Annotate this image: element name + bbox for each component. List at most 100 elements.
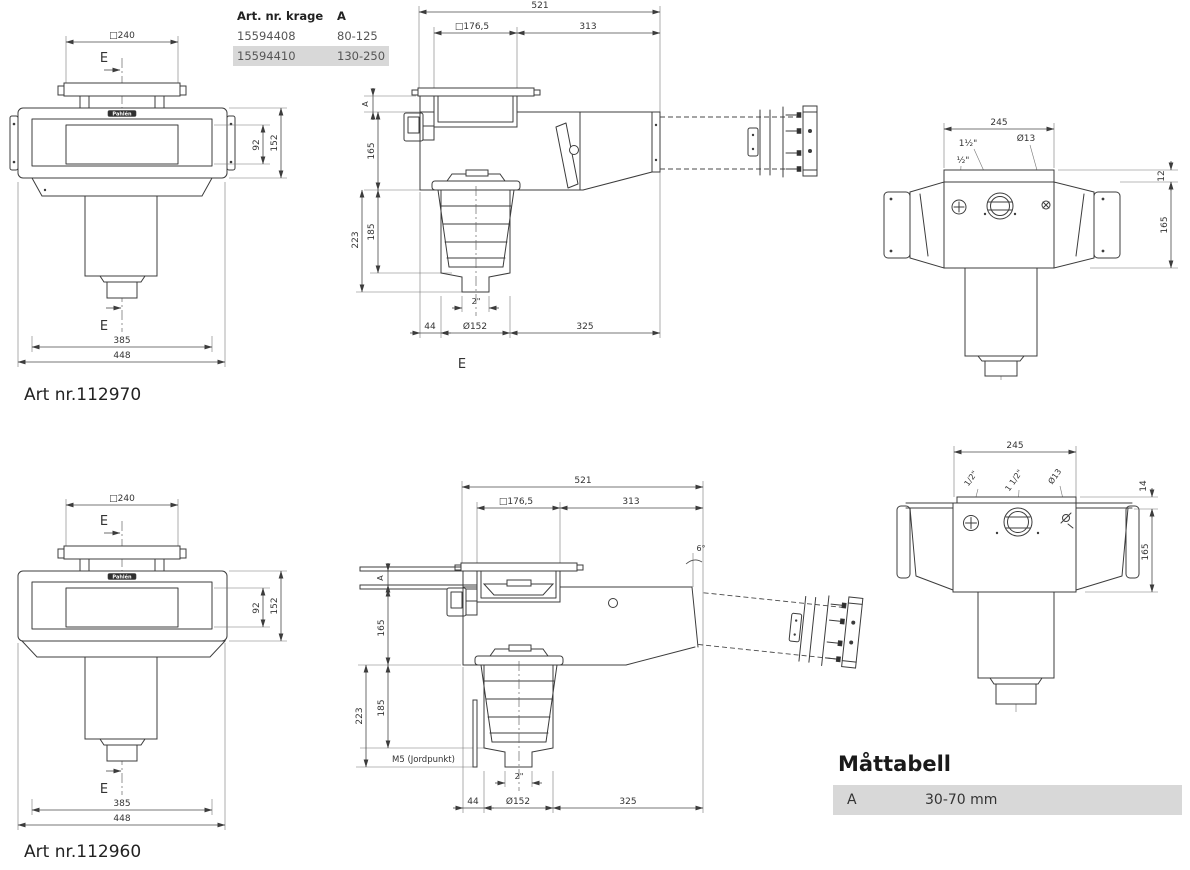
col-art-nr: Art. nr. krage [237,9,324,23]
niche-inner [437,95,514,123]
dim-448: 448 [17,182,226,367]
mount-plate-2 [841,596,864,669]
deck-lid-2 [460,562,578,572]
svg-text:2": 2" [515,772,524,781]
basket-handle [465,169,489,177]
svg-text:E: E [100,782,108,797]
front-view-112960: □240 E Pahlén E 385 448 92 [17,494,287,830]
body-hole [608,598,618,608]
brand-logo-text: Pahlén [112,111,132,118]
matttabell-row: A 30-70 mm [833,785,1182,815]
svg-text:12: 12 [1157,170,1167,181]
svg-text:448: 448 [113,351,130,361]
dim-44-2: 44 [453,667,494,813]
dim-313: 313 [516,22,661,36]
rear-sump-2 [977,591,1055,712]
leg-right [154,95,165,109]
rear-view-112960: 245 1/2" 1 1/2" Ø13 14 165 [896,441,1158,712]
svg-text:325: 325 [619,797,636,807]
svg-text:44: 44 [467,797,479,807]
dim-325-2: 325 [552,797,704,811]
top-plate-2 [956,496,1077,504]
svg-text:□176,5: □176,5 [499,497,533,507]
svg-text:165: 165 [1141,543,1151,560]
svg-text:223: 223 [351,231,361,248]
dim-152d: Ø152 [440,296,511,338]
svg-text:□240: □240 [109,494,135,504]
svg-text:92: 92 [252,139,262,150]
dim-165-rear-2: 165 [1085,508,1158,593]
svg-text:185: 185 [367,223,377,240]
dim-12: 12 [1058,161,1178,191]
dim-14: 14 [1080,480,1158,518]
svg-text:385: 385 [113,799,130,809]
parts-table: Art. nr. krage A 15594408 80-125 1559441… [233,6,389,66]
flap-float [569,145,579,155]
svg-text:6°: 6° [696,544,705,553]
dim-92: 92 [214,124,270,165]
label-half-inch-2: 1/2" [963,469,980,488]
dim-92-2: 92 [214,587,270,628]
svg-text:245: 245 [990,118,1007,128]
svg-text:521: 521 [531,1,548,11]
dim-240-top: □240 [65,31,179,83]
pipe-assembly [660,105,818,178]
rear-body [883,169,1121,269]
svg-text:521: 521 [574,476,591,486]
svg-text:313: 313 [579,22,596,32]
screws-2 [824,602,847,663]
dim-385-2: 385 [31,799,213,815]
dim-165-rear: 165 [1090,181,1178,269]
dim-223-2: 223 [355,664,476,768]
sump-front [31,177,213,299]
basket-2 [474,644,564,743]
label-d13-2: Ø13 [1046,467,1064,486]
dim-448-2: 448 [17,643,226,830]
front-view-112970: □240 E Pahlén E 385 44 [9,31,287,367]
rear-fittings-2 [963,507,1074,537]
dim-240-label: □240 [109,31,135,41]
matttabell-key: A [847,792,857,808]
m5-ground-label: M5 (Jordpunkt) [392,755,455,765]
matttabell-value: 30-70 mm [925,792,998,808]
svg-text:44: 44 [424,322,436,332]
dim-313-2: 313 [559,497,704,511]
svg-text:325: 325 [576,322,593,332]
svg-text:A: A [376,575,385,581]
wall-bracket [403,112,435,142]
dim-245-2: 245 [953,441,1077,497]
dim-165: 165 [364,111,420,191]
dim-185: 185 [367,189,452,274]
svg-text:448: 448 [113,814,130,824]
rear-fittings [951,192,1051,220]
rear-view-112970: 245 1½" ½" Ø13 12 [883,118,1178,380]
top-plate [943,169,1055,183]
table-row-highlighted: 15594410 130-250 [233,46,389,66]
svg-text:245: 245 [1006,441,1023,451]
dim-152: 152 [229,107,287,179]
label-1half-inch-2: 1 1/2" [1003,468,1024,493]
section-e-bottom-2: E [100,768,122,797]
leg-left-2 [79,558,90,572]
section-e-top: E [100,51,121,73]
svg-text:A: A [361,101,370,107]
dim-185-2: 185 [360,664,486,749]
matttabell: Måttabell A 30-70 mm [833,752,1182,815]
matttabell-title: Måttabell [838,752,951,776]
svg-text:152: 152 [270,134,280,151]
svg-text:185: 185 [377,699,387,716]
collar-flange [63,82,181,97]
skimmer-body-front: Pahlén [9,107,236,179]
svg-text:152: 152 [270,597,280,614]
col-a: A [337,9,346,23]
wall-bracket-2 [446,587,478,617]
svg-text:165: 165 [367,142,377,159]
skimmer-body-front-2: Pahlén [17,570,228,642]
parts-table-header: Art. nr. krage A [233,6,389,26]
e-label-top: E [100,51,108,66]
dim-165-2: 165 [358,588,461,666]
art-number-112970: Art nr.112970 [24,385,142,405]
section-e-top-2: E [100,514,121,536]
